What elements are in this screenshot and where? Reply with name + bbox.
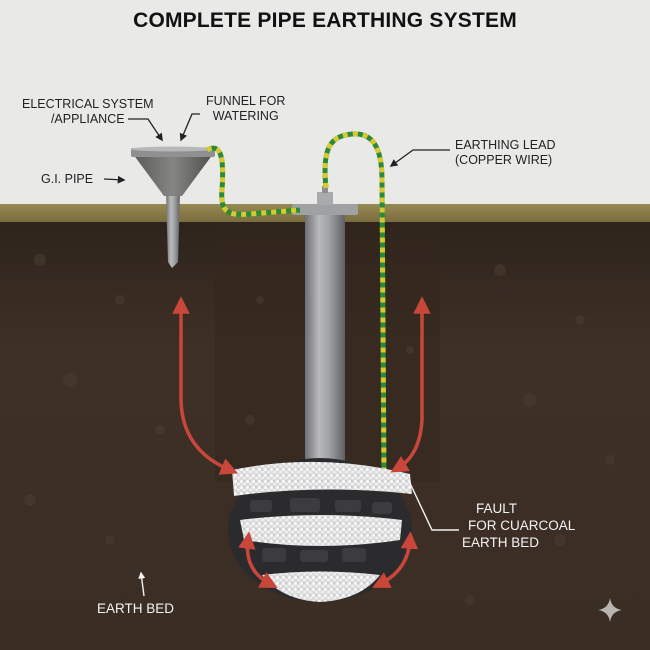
funnel-cone bbox=[133, 154, 213, 196]
pipe-bolt bbox=[317, 192, 333, 205]
pipe-flange bbox=[292, 204, 358, 215]
label-charcoal-bed: FAULT FOR CUARCOAL EARTH BED bbox=[462, 500, 575, 551]
current-flow-arrows bbox=[172, 296, 431, 589]
sparkle-icon bbox=[598, 598, 622, 622]
label-earth-bed: EARTH BED bbox=[97, 601, 175, 616]
label-electrical-system: ELECTRICAL SYSTEM /APPLIANCE bbox=[22, 97, 154, 127]
funnel-stem bbox=[166, 192, 180, 268]
label-line: WATERING bbox=[212, 109, 279, 123]
label-line: (COPPER WIRE) bbox=[455, 153, 553, 167]
label-line: EARTH BED bbox=[462, 535, 540, 550]
earthing-lead-wire bbox=[322, 131, 387, 479]
label-line: FOR CUARCOAL bbox=[468, 518, 576, 533]
label-earthing-lead: EARTHING LEAD (COPPER WIRE) bbox=[455, 138, 556, 168]
label-line: ELECTRICAL SYSTEM bbox=[22, 97, 154, 111]
label-gi-pipe: G.I. PIPE bbox=[41, 172, 94, 186]
label-funnel: FUNNEL FOR WATERING bbox=[206, 94, 285, 124]
label-line: FAULT bbox=[476, 501, 518, 516]
label-line: FUNNEL FOR bbox=[206, 94, 286, 108]
page-title: COMPLETE PIPE EARTHING SYSTEM bbox=[133, 9, 517, 32]
label-line: EARTHING LEAD bbox=[455, 138, 556, 152]
label-line: /APPLIANCE bbox=[50, 112, 125, 126]
main-gi-pipe bbox=[305, 212, 345, 472]
